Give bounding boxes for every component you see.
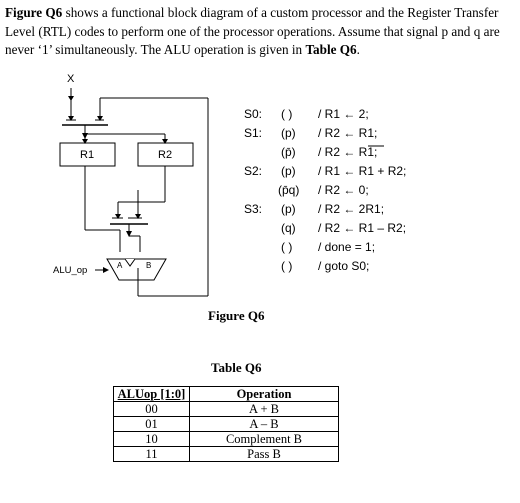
table-row: 01 A – B bbox=[113, 416, 339, 432]
rtl-cond: ( ) bbox=[281, 259, 292, 273]
rtl-action: / goto S0; bbox=[318, 259, 369, 273]
table-caption: Table Q6 bbox=[211, 360, 262, 375]
rtl-action: / R2 ← 0; bbox=[318, 183, 369, 197]
rtl-cond: (q) bbox=[281, 221, 296, 235]
rtl-state-s2: S2: bbox=[244, 164, 262, 178]
table-ref: Table Q6 bbox=[305, 42, 357, 57]
table-cell: 00 bbox=[113, 401, 190, 417]
table-row: 00 A + B bbox=[113, 401, 339, 417]
table-cell: A – B bbox=[189, 416, 339, 432]
rtl-action: / R2 ← R1; bbox=[318, 126, 377, 140]
input-x-label: X bbox=[67, 73, 75, 85]
rtl-action: / R1 ← 2; bbox=[318, 107, 369, 121]
table-row: 11 Pass B bbox=[113, 446, 339, 462]
paragraph-end: . bbox=[356, 42, 360, 57]
register-r2-label: R2 bbox=[158, 149, 172, 161]
rtl-cond: ( ) bbox=[281, 107, 292, 121]
rtl-cond: (p̄q) bbox=[278, 183, 299, 197]
rtl-cond: (p̄) bbox=[281, 145, 296, 159]
rtl-action: / R1 ← R1 + R2; bbox=[318, 164, 406, 178]
rtl-state-s3: S3: bbox=[244, 202, 262, 216]
alu-op-label: ALU_op bbox=[53, 265, 87, 276]
rtl-state-s1: S1: bbox=[244, 126, 262, 140]
rtl-cond: (p) bbox=[281, 164, 296, 178]
rtl-cond: ( ) bbox=[281, 240, 292, 254]
table-cell: 11 bbox=[113, 446, 190, 462]
figure-ref: Figure Q6 bbox=[5, 5, 63, 20]
table-cell: 01 bbox=[113, 416, 190, 432]
alu-input-a-label: A bbox=[117, 261, 123, 270]
header-aluop: ALUop [1:0] bbox=[113, 386, 190, 402]
rtl-code: S0: S1: S2: S3: ( ) (p) (p̄) (p) (p̄q) (… bbox=[244, 107, 406, 273]
table-cell: Complement B bbox=[189, 431, 339, 447]
question-paragraph: Figure Q6 shows a functional block diagr… bbox=[5, 4, 513, 60]
rtl-action: / done = 1; bbox=[318, 240, 375, 254]
rtl-action: / R2 ← R1 – R2; bbox=[318, 221, 406, 235]
table-cell: Pass B bbox=[189, 446, 339, 462]
alu-input-b-label: B bbox=[146, 261, 151, 270]
rtl-cond: (p) bbox=[281, 126, 296, 140]
rtl-action: / R2 ← R1; bbox=[318, 145, 377, 159]
table-cell: A + B bbox=[189, 401, 339, 417]
register-r1-label: R1 bbox=[80, 149, 94, 161]
alu-operation-table: ALUop [1:0] Operation 00 A + B 01 A – B … bbox=[113, 386, 339, 462]
rtl-cond: (p) bbox=[281, 202, 296, 216]
rtl-state-s0: S0: bbox=[244, 107, 262, 121]
table-header-row: ALUop [1:0] Operation bbox=[113, 386, 339, 402]
table-row: 10 Complement B bbox=[113, 431, 339, 447]
register-r1 bbox=[59, 142, 116, 167]
figure-caption: Figure Q6 bbox=[208, 308, 265, 323]
rtl-action: / R2 ← 2R1; bbox=[318, 202, 384, 216]
header-operation: Operation bbox=[189, 386, 339, 402]
table-cell: 10 bbox=[113, 431, 190, 447]
paragraph-text: shows a functional block diagram of a cu… bbox=[5, 5, 500, 57]
alu-block bbox=[106, 258, 167, 281]
